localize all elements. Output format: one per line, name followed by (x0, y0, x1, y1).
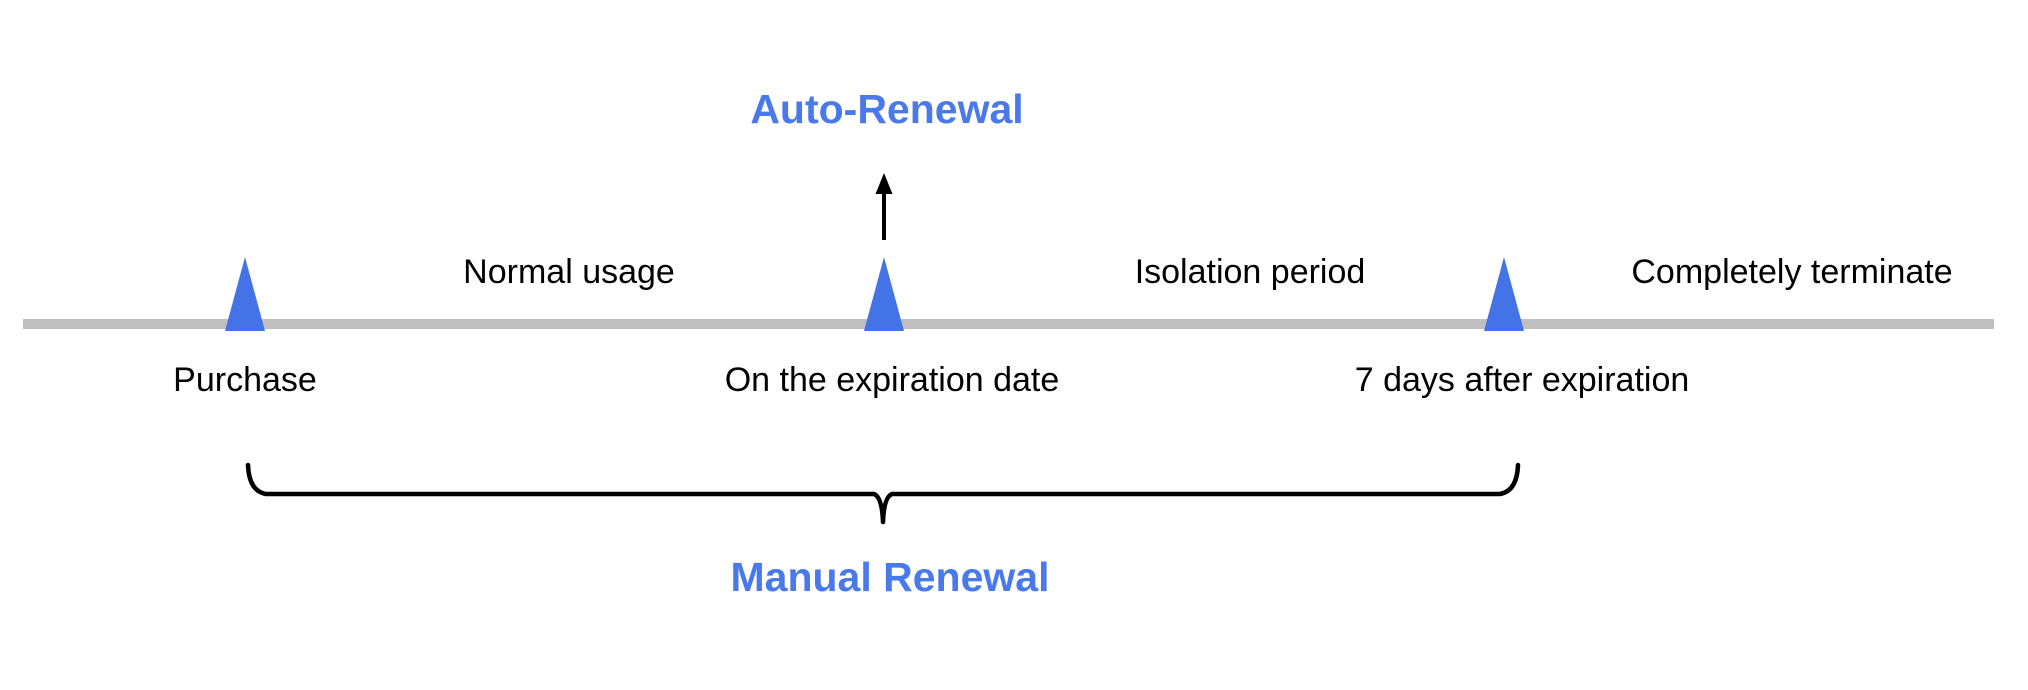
milestone-label-purchase: Purchase (173, 361, 317, 399)
phase-label-completely-terminate: Completely terminate (1631, 253, 1953, 291)
timeline-bar (23, 319, 1994, 329)
manual-renewal-title: Manual Renewal (730, 554, 1050, 600)
phase-label-isolation-period: Isolation period (1134, 253, 1366, 291)
phase-label-normal-usage: Normal usage (463, 253, 675, 291)
marker-purchase-icon (225, 257, 265, 331)
milestone-label-7-days-after: 7 days after expiration (1354, 361, 1690, 399)
milestone-label-expiration-date: On the expiration date (724, 361, 1060, 399)
marker-expiration-icon (864, 257, 904, 331)
auto-renewal-title: Auto-Renewal (750, 86, 1024, 132)
marker-termination-icon (1484, 257, 1524, 331)
up-arrow-icon (875, 173, 893, 240)
underbrace-icon (245, 462, 1521, 525)
